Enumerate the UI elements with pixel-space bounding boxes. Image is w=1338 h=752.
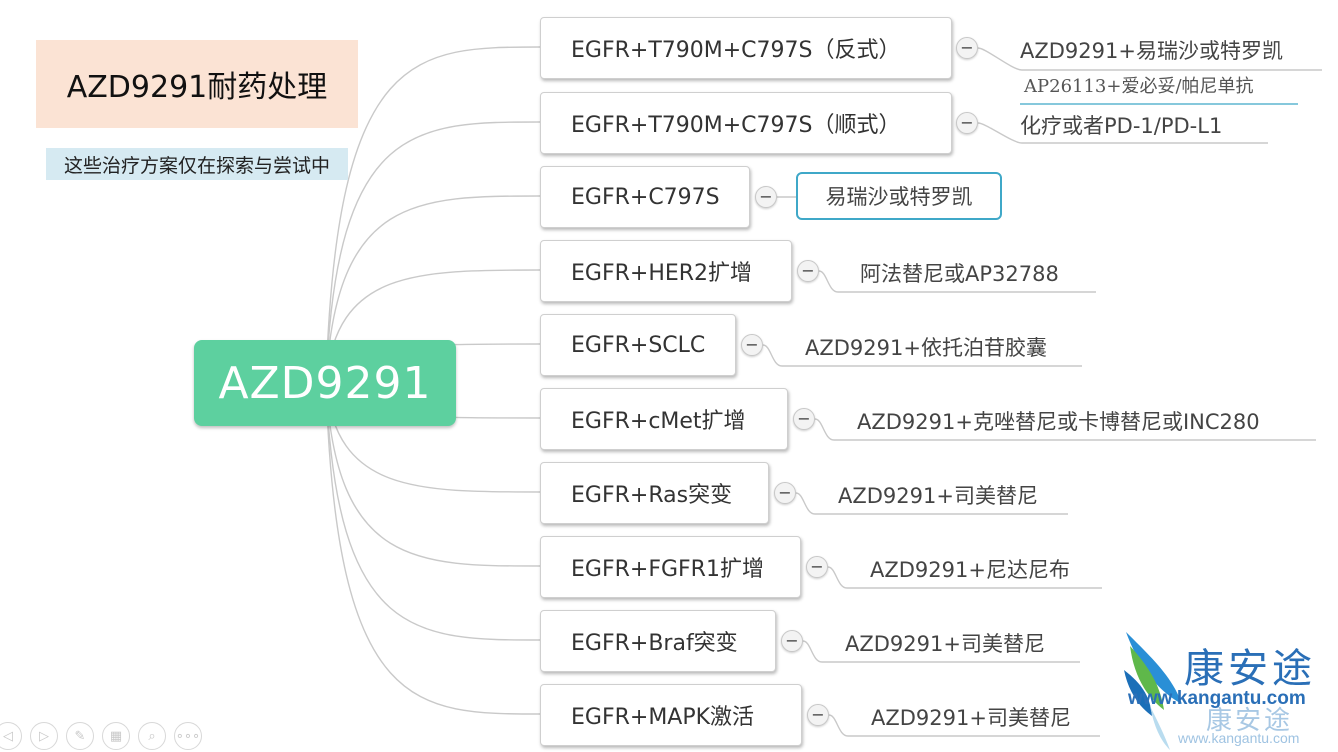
branch-node-1[interactable]: EGFR+T790M+C797S（反式）	[540, 17, 952, 79]
collapse-button[interactable]: −	[741, 334, 763, 356]
branch-label: EGFR+T790M+C797S（顺式）	[571, 113, 901, 138]
treatment-leaf[interactable]: 阿法替尼或AP32788	[860, 262, 1059, 286]
branch-label: EGFR+MAPK激活	[571, 705, 755, 730]
treatment-leaf[interactable]: AZD9291+司美替尼	[838, 484, 1038, 508]
branch-node-5[interactable]: EGFR+SCLC	[540, 314, 736, 376]
connector-curve-2	[325, 121, 541, 384]
collapse-button[interactable]: −	[956, 37, 978, 59]
treatment-leaf[interactable]: AZD9291+司美替尼	[845, 632, 1045, 656]
slides-icon[interactable]: ▦	[102, 722, 130, 750]
watermark-url: www.kangantu.com	[1128, 688, 1306, 709]
collapse-button[interactable]: −	[806, 556, 828, 578]
leaf-connector-5	[762, 344, 1082, 367]
branch-node-4[interactable]: EGFR+HER2扩增	[540, 240, 792, 302]
branch-label: EGFR+T790M+C797S（反式）	[571, 38, 901, 63]
leaf-connector-7	[795, 492, 1068, 515]
zoom-icon[interactable]: ⌕	[138, 722, 166, 750]
branch-label: EGFR+Ras突变	[571, 483, 733, 508]
page-title: AZD9291耐药处理	[36, 40, 358, 128]
branch-label: EGFR+FGFR1扩增	[571, 557, 764, 582]
leaf-connector-1	[977, 47, 1322, 71]
leaf-connector-10	[828, 714, 1100, 737]
leaf-connector-8	[827, 566, 1102, 589]
watermark-url-echo: www.kangantu.com	[1178, 730, 1300, 746]
collapse-button[interactable]: −	[755, 186, 777, 208]
branch-label: EGFR+cMet扩增	[571, 409, 746, 434]
watermark-brand-echo: 康安途	[1206, 706, 1294, 736]
back-icon[interactable]: ◁	[0, 722, 22, 750]
collapse-button[interactable]: −	[793, 408, 815, 430]
treatment-leaf[interactable]: AZD9291+依托泊苷胶囊	[805, 336, 1047, 360]
branch-node-7[interactable]: EGFR+Ras突变	[540, 462, 769, 524]
slide-toolbar: ◁ ▷ ✎ ▦ ⌕ ∘∘∘	[0, 722, 202, 750]
more-icon[interactable]: ∘∘∘	[174, 722, 202, 750]
connector-curve-10	[325, 382, 541, 715]
treatment-leaf[interactable]: AZD9291+克唑替尼或卡博替尼或INC280	[857, 410, 1260, 434]
branch-node-10[interactable]: EGFR+MAPK激活	[540, 684, 802, 746]
collapse-button[interactable]: −	[781, 630, 803, 652]
connector-curve-3	[325, 195, 541, 384]
branch-label: EGFR+Braf突变	[571, 631, 738, 656]
collapse-button[interactable]: −	[807, 704, 829, 726]
branch-node-6[interactable]: EGFR+cMet扩增	[540, 388, 788, 450]
treatment-leaf-label: 易瑞沙或特罗凯	[825, 185, 973, 209]
treatment-leaf[interactable]: AZD9291+易瑞沙或特罗凯	[1020, 39, 1283, 63]
collapse-button[interactable]: −	[774, 482, 796, 504]
branch-label: EGFR+HER2扩增	[571, 261, 753, 286]
treatment-leaf-selected[interactable]: 易瑞沙或特罗凯	[796, 172, 1002, 220]
treatment-leaf[interactable]: 化疗或者PD-1/PD-L1	[1020, 114, 1223, 138]
collapse-button[interactable]: −	[956, 112, 978, 134]
treatment-leaf-extra[interactable]: AP26113+爱必妥/帕尼单抗	[1024, 76, 1254, 97]
branch-node-8[interactable]: EGFR+FGFR1扩增	[540, 536, 801, 598]
connector-curve-8	[325, 382, 541, 567]
play-icon[interactable]: ▷	[30, 722, 58, 750]
collapse-button[interactable]: −	[797, 260, 819, 282]
leaf-connector-6	[814, 418, 1316, 441]
branch-node-3[interactable]: EGFR+C797S	[540, 166, 750, 228]
branch-label: EGFR+SCLC	[571, 332, 706, 358]
treatment-leaf[interactable]: AZD9291+司美替尼	[871, 706, 1071, 730]
page-subtitle: 这些治疗方案仅在探索与尝试中	[46, 148, 348, 180]
branch-node-9[interactable]: EGFR+Braf突变	[540, 610, 776, 672]
leaf-connector-2	[977, 122, 1268, 144]
branch-node-2[interactable]: EGFR+T790M+C797S（顺式）	[540, 92, 952, 154]
connector-curve-9	[325, 382, 541, 641]
root-node[interactable]: AZD9291	[194, 340, 456, 426]
branch-label: EGFR+C797S	[571, 184, 720, 210]
pen-icon[interactable]: ✎	[66, 722, 94, 750]
treatment-leaf[interactable]: AZD9291+尼达尼布	[870, 558, 1070, 582]
leaf-connector-9	[802, 640, 1080, 663]
leaf-connector-4	[818, 270, 1096, 293]
kangantu-logo	[1124, 632, 1182, 750]
connector-curve-1	[325, 46, 541, 384]
watermark-brand: 康安途	[1184, 646, 1316, 692]
